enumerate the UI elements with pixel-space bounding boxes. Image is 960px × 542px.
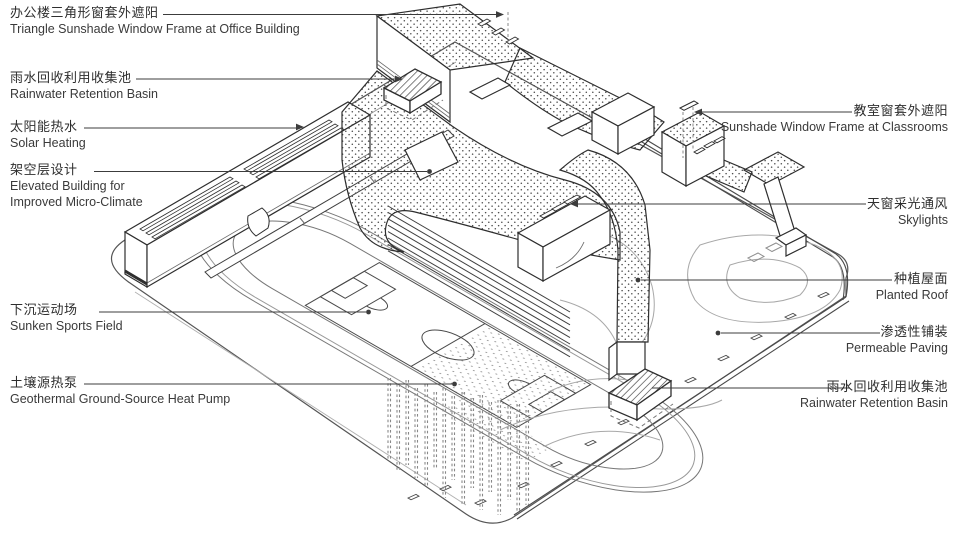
label-en: Rainwater Retention Basin <box>10 87 158 101</box>
label-elevated-building: 架空层设计 Elevated Building for Improved Mic… <box>10 161 143 210</box>
classroom-sunshade-frame <box>678 100 700 111</box>
canopy-piece <box>247 207 270 237</box>
label-en: Skylights <box>897 213 948 227</box>
label-en: Planted Roof <box>875 288 948 302</box>
leader-office-sunshade <box>163 11 504 18</box>
label-rainwater-basin-left: 雨水回收利用收集池 Rainwater Retention Basin <box>10 69 158 102</box>
label-zh: 太阳能热水 <box>10 119 78 134</box>
leader-skylights <box>570 200 866 208</box>
label-en: Triangle Sunshade Window Frame at Office… <box>10 22 300 36</box>
roof-drain-chute <box>763 176 808 257</box>
label-en: Solar Heating <box>10 136 86 150</box>
label-zh: 雨水回收利用收集池 <box>10 70 132 85</box>
skylights <box>539 194 582 219</box>
terraced-steps <box>387 205 571 358</box>
label-en: Sunken Sports Field <box>10 319 123 333</box>
label-rainwater-basin-right: 雨水回收利用收集池 Rainwater Retention Basin <box>800 378 948 411</box>
solar-building <box>123 101 372 289</box>
classroom-sunshade-dashline <box>682 107 694 158</box>
label-en-line2: Improved Micro-Climate <box>10 195 143 209</box>
label-zh: 种植屋面 <box>893 271 948 286</box>
soccer-field <box>305 263 590 428</box>
leader-rainwater-left <box>136 75 403 83</box>
mid-wing <box>590 92 656 156</box>
leader-sunken-field <box>99 309 371 315</box>
label-en: Geothermal Ground-Source Heat Pump <box>10 392 231 406</box>
leader-planted-roof <box>635 277 892 283</box>
label-zh: 办公楼三角形窗套外遮阳 <box>10 5 159 20</box>
running-track <box>146 173 746 520</box>
label-office-triangle-sunshade: 办公楼三角形窗套外遮阳 Triangle Sunshade Window Fra… <box>10 4 300 37</box>
label-skylights: 天窗采光通风 Skylights <box>867 195 948 228</box>
label-solar-heating: 太阳能热水 Solar Heating <box>10 118 86 151</box>
label-en: Rainwater Retention Basin <box>800 396 948 410</box>
leader-solar-heating <box>84 123 304 131</box>
geothermal-pipes <box>387 378 530 515</box>
label-permeable-paving: 渗透性铺装 Permeable Paving <box>846 323 948 356</box>
office-roof-window-frames <box>477 18 520 45</box>
label-sunken-sports-field: 下沉运动场 Sunken Sports Field <box>10 301 123 334</box>
rainwater-basin-bottom <box>607 368 674 429</box>
classroom-window-frames <box>693 136 726 155</box>
label-zh: 天窗采光通风 <box>866 196 948 211</box>
label-zh: 架空层设计 <box>10 162 78 177</box>
label-classroom-sunshade: 教室窗套外遮阳 Sunshade Window Frame at Classro… <box>721 102 948 135</box>
label-en: Sunshade Window Frame at Classrooms <box>720 120 948 134</box>
pitch-stipple-zone <box>414 325 591 463</box>
label-zh: 渗透性铺装 <box>880 324 948 339</box>
leader-permeable-paving <box>715 330 880 336</box>
label-geothermal-heat-pump: 土壤源热泵 Geothermal Ground-Source Heat Pump <box>10 374 230 407</box>
label-zh: 雨水回收利用收集池 <box>826 379 948 394</box>
leader-elevated-building <box>94 169 432 174</box>
leader-geothermal <box>84 381 457 387</box>
leader-classroom-sunshade <box>694 108 852 116</box>
label-en: Permeable Paving <box>845 341 948 355</box>
skylight-wing <box>516 194 612 283</box>
label-zh: 下沉运动场 <box>10 302 78 317</box>
label-planted-roof: 种植屋面 Planted Roof <box>876 270 948 303</box>
label-zh: 土壤源热泵 <box>10 375 78 390</box>
label-en: Elevated Building for <box>10 179 125 193</box>
label-zh: 教室窗套外遮阳 <box>853 103 948 118</box>
rainwater-basin-top <box>382 68 444 121</box>
solar-panels <box>139 119 345 240</box>
leader-lines <box>84 11 892 389</box>
classroom-wing <box>660 100 726 188</box>
